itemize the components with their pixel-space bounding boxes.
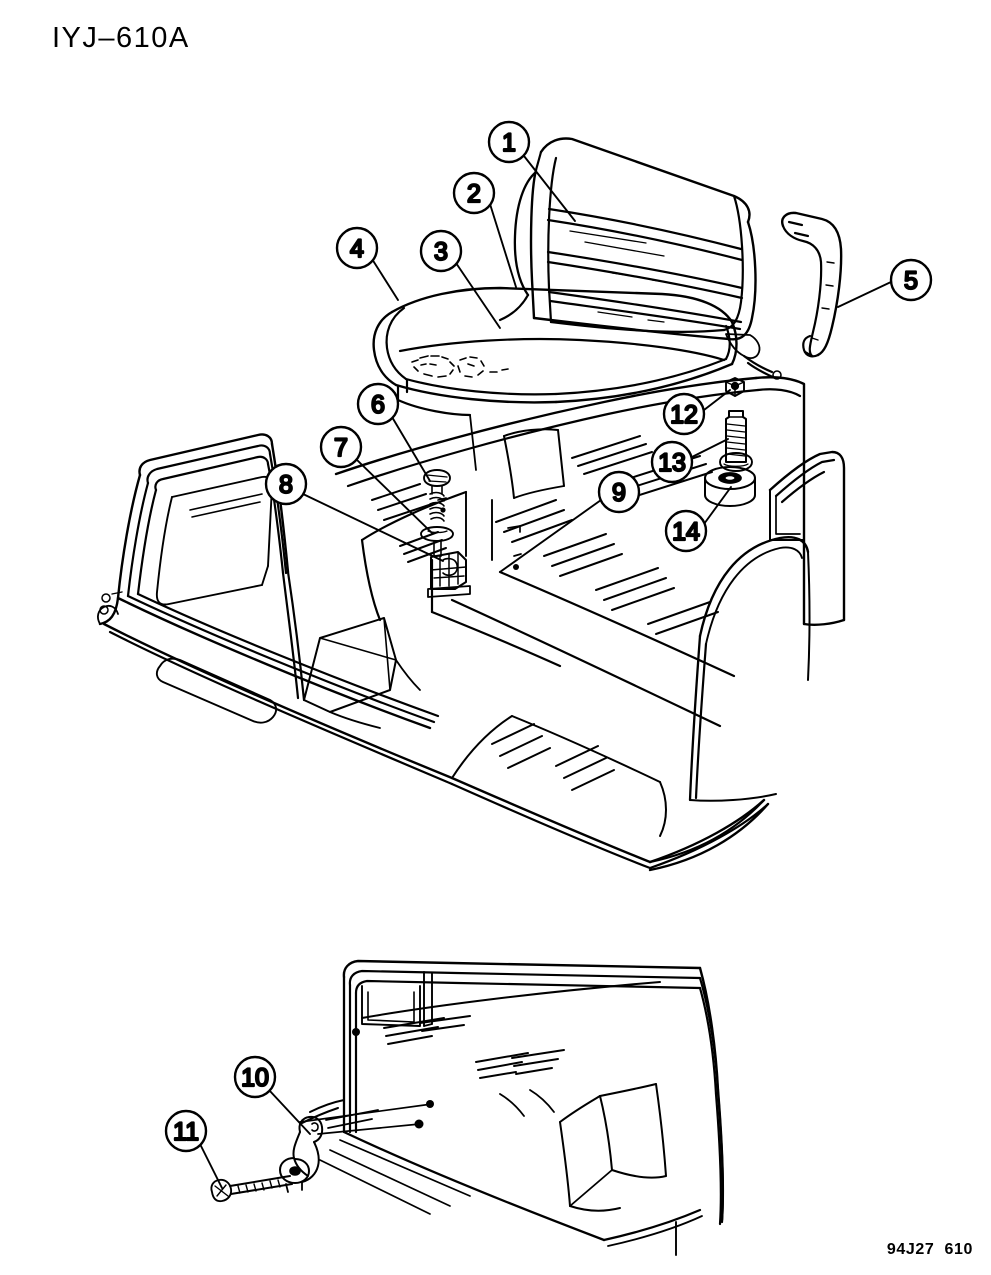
drawing-number: IYJ–610A [52, 22, 190, 54]
floor-pan-and-wheelhouse [334, 376, 760, 837]
leader-lines-upper [302, 155, 892, 573]
callout-number-10: 10 [241, 1064, 269, 1092]
callout-6[interactable]: 6 [356, 382, 400, 426]
callout-9[interactable]: 9 [597, 470, 641, 514]
callout-5[interactable]: 5 [889, 258, 933, 302]
callout-number-14: 14 [672, 518, 700, 546]
latch-hook-bracket [279, 1115, 324, 1193]
callout-number-2: 2 [467, 180, 481, 208]
callout-10[interactable]: 10 [233, 1055, 277, 1099]
callout-number-4: 4 [350, 235, 364, 263]
callout-14[interactable]: 14 [664, 509, 708, 553]
compression-spring [429, 491, 445, 522]
callout-number-5: 5 [904, 267, 918, 295]
callout-circle-1 [487, 120, 531, 164]
striker-bracket [427, 551, 471, 598]
mounting-screw [210, 1175, 293, 1203]
callout-12[interactable]: 12 [662, 392, 706, 436]
callout-circle-6 [356, 382, 400, 426]
callout-circle-3 [419, 229, 463, 273]
callout-8[interactable]: 8 [264, 462, 308, 506]
callout-circle-2 [452, 171, 496, 215]
callout-circle-7 [319, 425, 363, 469]
callout-number-6: 6 [371, 391, 385, 419]
hardware-stack-right [704, 377, 756, 507]
callout-number-9: 9 [612, 479, 626, 507]
hardware-stack-center [420, 469, 471, 598]
seat-support-bar [781, 211, 843, 358]
windshield-frame [97, 433, 290, 626]
callout-7[interactable]: 7 [319, 425, 363, 469]
detail-body-side-panel [299, 959, 724, 1256]
callout-2[interactable]: 2 [452, 171, 496, 215]
body-side-panel [102, 570, 770, 870]
leader-lines-lower [199, 1089, 311, 1189]
pivot-screw [423, 469, 451, 495]
callout-circle-8 [264, 462, 308, 506]
callout-circle-14 [664, 509, 708, 553]
callout-circle-11 [164, 1109, 208, 1153]
callout-3[interactable]: 3 [419, 229, 463, 273]
callout-number-11: 11 [173, 1118, 199, 1146]
callout-4[interactable]: 4 [335, 226, 379, 270]
callout-circle-9 [597, 470, 641, 514]
callout-11[interactable]: 11 [164, 1109, 208, 1153]
callout-number-8: 8 [279, 471, 293, 499]
callout-number-12: 12 [670, 401, 698, 429]
callout-circle-5 [889, 258, 933, 302]
callout-1[interactable]: 1 [487, 120, 531, 164]
callout-number-7: 7 [334, 434, 348, 462]
callout-circle-4 [335, 226, 379, 270]
cowl-kick-panel [303, 617, 421, 729]
seat-back-assembly [498, 137, 782, 380]
callout-number-13: 13 [658, 449, 686, 477]
sheet-footer-code: 94J27 610 [886, 1241, 973, 1258]
callout-number-3: 3 [434, 238, 448, 266]
callout-circle-12 [662, 392, 706, 436]
seat-cushion-assembly [372, 286, 738, 471]
callout-circle-13 [650, 440, 694, 484]
callout-number-1: 1 [502, 129, 516, 157]
callout-circle-10 [233, 1055, 277, 1099]
callout-13[interactable]: 13 [650, 440, 694, 484]
hex-nut [725, 377, 745, 397]
rear-quarter-panel [648, 376, 846, 872]
flange-bolt [719, 410, 753, 472]
